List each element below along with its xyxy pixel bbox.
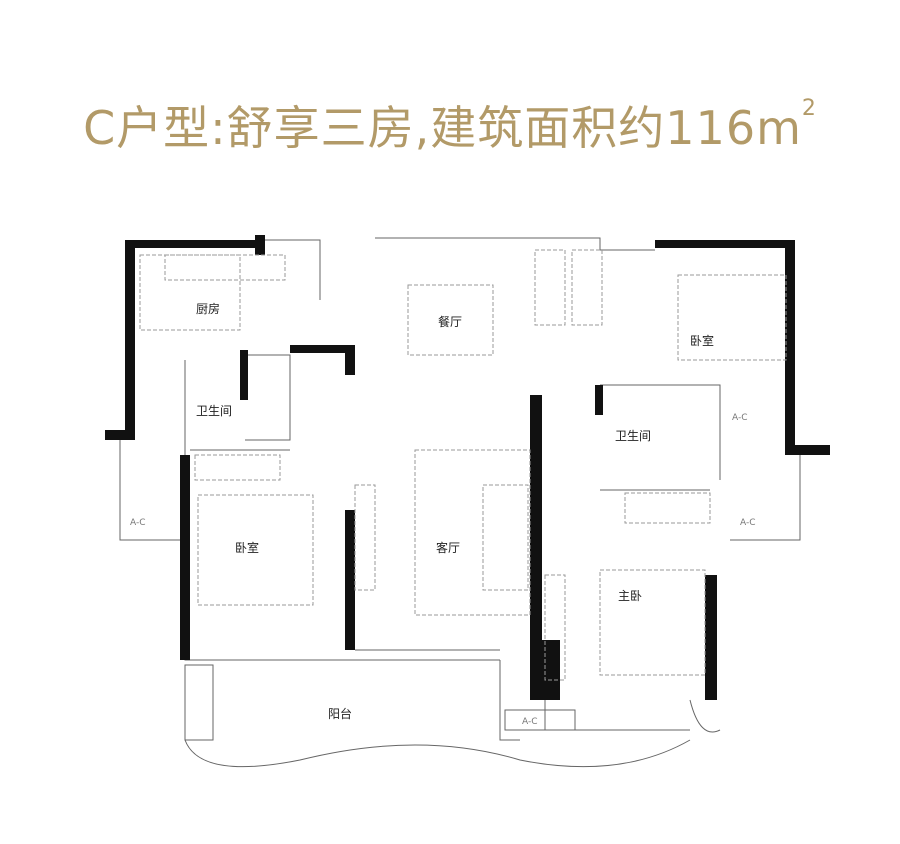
label-dining: 餐厅 <box>438 314 462 329</box>
label-kitchen: 厨房 <box>196 301 220 316</box>
label-living: 客厅 <box>436 540 460 555</box>
label-bedroom-sw: 卧室 <box>235 540 259 555</box>
furniture <box>139 249 787 681</box>
label-bath-w: 卫生间 <box>196 404 232 418</box>
thin-walls <box>119 237 801 768</box>
label-master: 主卧 <box>618 589 642 603</box>
page-title: C户型:舒享三房,建筑面积约116m2 <box>0 92 900 158</box>
ac-label: A-C <box>130 518 146 528</box>
room-labels: 厨房 餐厅 卧室 卫生间 卫生间 卧室 客厅 主卧 阳台 A-C A-C A-C… <box>130 301 756 727</box>
ac-label: A-C <box>732 413 748 423</box>
label-balcony: 阳台 <box>328 706 352 721</box>
title-superscript: 2 <box>801 96 817 121</box>
ac-label: A-C <box>740 518 756 528</box>
ac-label: A-C <box>522 717 538 727</box>
label-bath-e: 卫生间 <box>615 429 651 443</box>
label-bedroom-ne: 卧室 <box>690 333 714 348</box>
title-text: C户型:舒享三房,建筑面积约116m <box>83 101 802 155</box>
